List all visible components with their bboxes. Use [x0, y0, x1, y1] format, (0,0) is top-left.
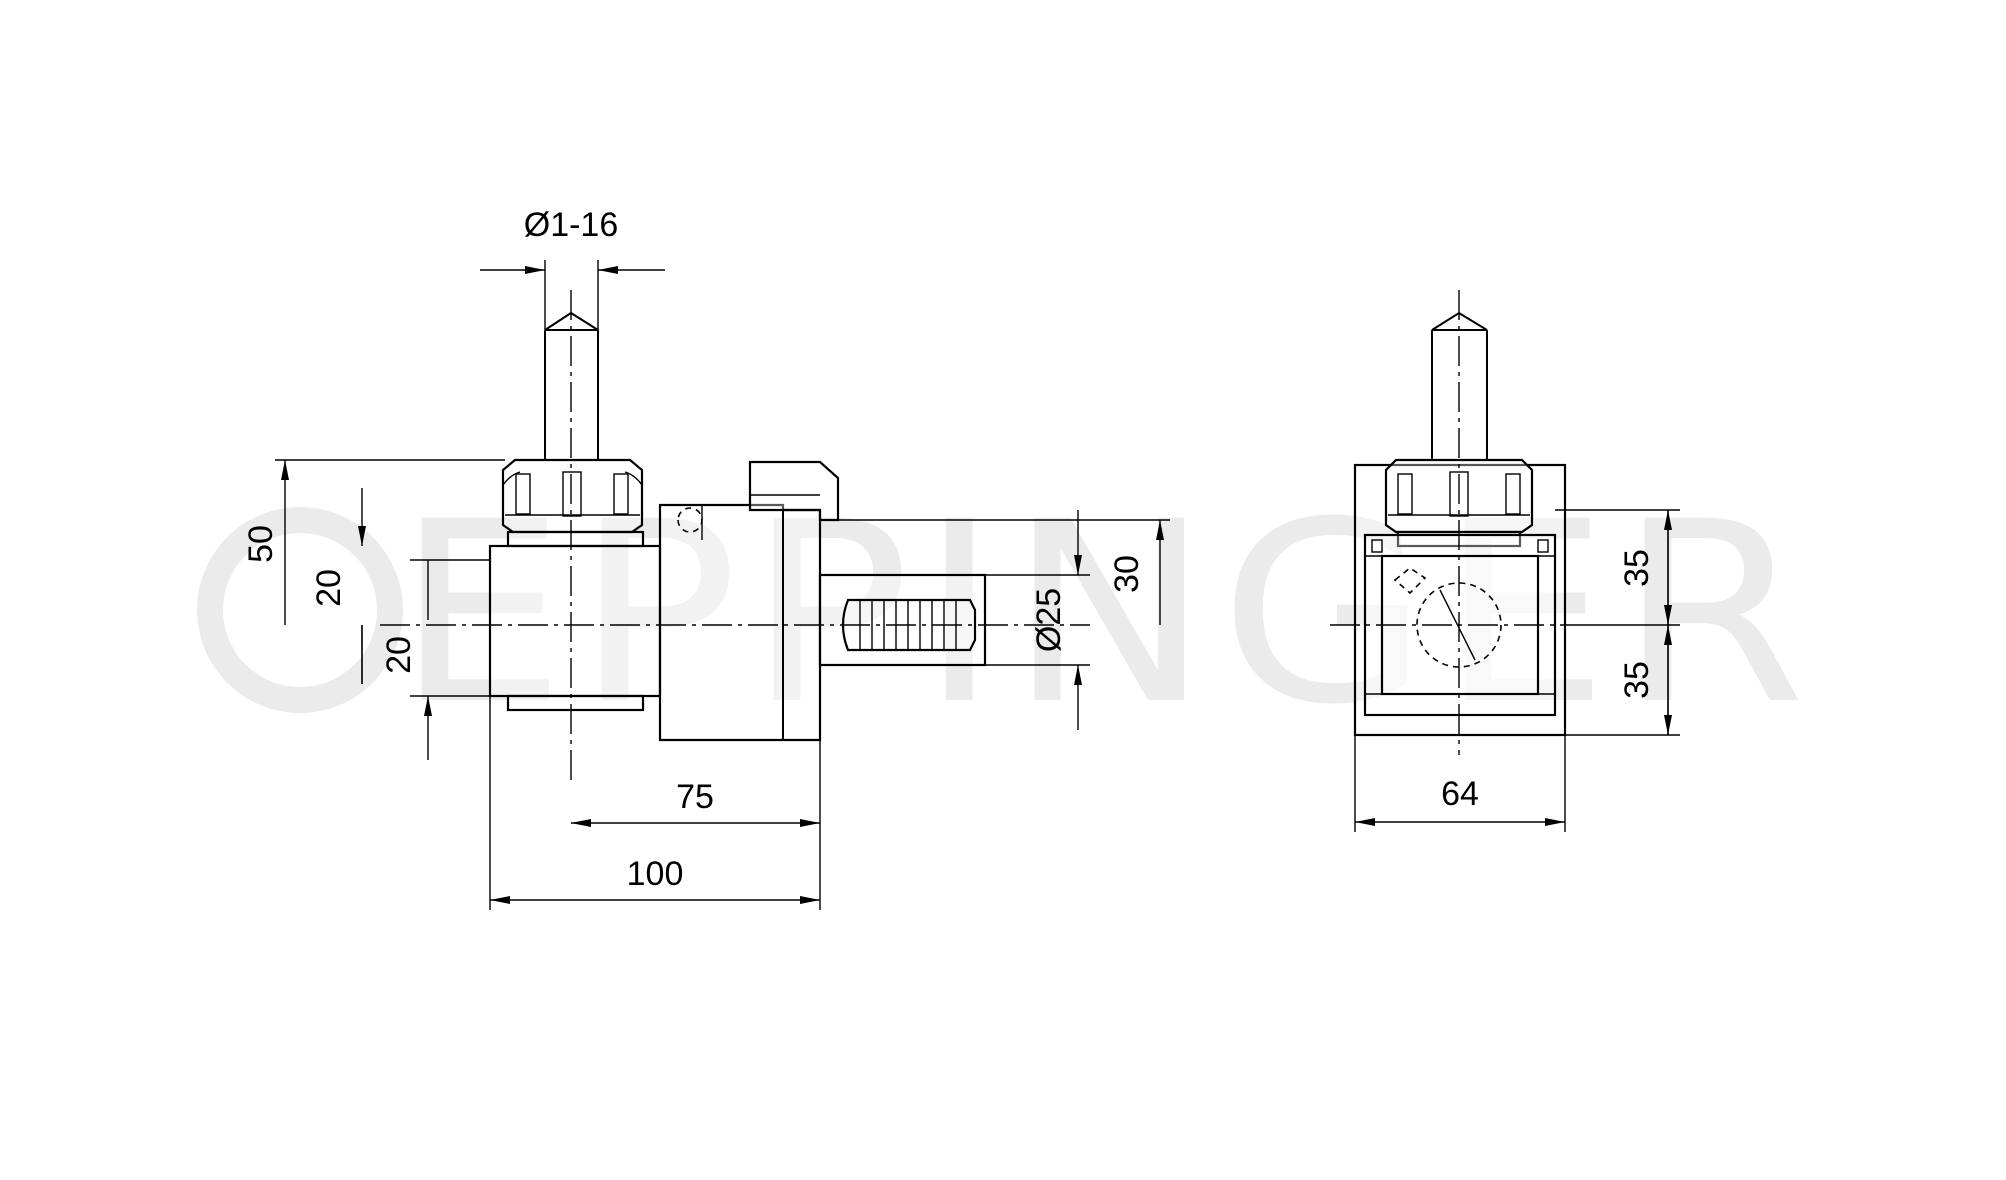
- dim-shank-diameter-label: Ø25: [1030, 588, 1068, 652]
- dim-length-75: 75: [571, 740, 821, 910]
- dim-shank-height-30: 30: [838, 519, 1170, 625]
- front-hidden-cut: [1393, 567, 1427, 595]
- tool-body: [658, 460, 840, 742]
- dim-height-50-label: 50: [242, 525, 280, 563]
- front-view: 35 35 64: [1330, 290, 1680, 832]
- dim-height-20-lower-label: 20: [380, 636, 418, 674]
- dim-length-100-label: 100: [627, 855, 684, 893]
- spindle-collar: [506, 530, 645, 548]
- dim-length-75-label: 75: [676, 778, 714, 816]
- dim-length-100: 100: [489, 696, 820, 910]
- dim-shank-height-30-label: 30: [1108, 555, 1146, 593]
- dim-front-35-upper: 35: [1555, 509, 1680, 625]
- dim-height-50: 50: [242, 459, 505, 625]
- dim-height-20-upper: 20: [310, 488, 366, 684]
- vdi-shank: [818, 573, 987, 667]
- dim-height-20-lower: 20: [380, 559, 490, 760]
- dim-front-35-lower-label: 35: [1618, 661, 1656, 699]
- front-hidden-shank-circle: [1416, 582, 1502, 668]
- dim-front-width-64-label: 64: [1441, 775, 1479, 813]
- dim-collet-range: Ø1-16: [480, 206, 665, 330]
- dim-front-width-64: 64: [1354, 735, 1566, 832]
- front-body-outline: [1353, 463, 1567, 737]
- dim-height-20-upper-label: 20: [310, 569, 348, 607]
- watermark-logo-ring: [197, 507, 403, 713]
- dim-front-35-upper-label: 35: [1618, 549, 1656, 587]
- dim-shank-diameter: Ø25: [985, 510, 1090, 730]
- side-view: Ø1-16 50 20 20 30: [242, 206, 1170, 910]
- dim-collet-range-label: Ø1-16: [524, 206, 619, 244]
- collet-nut: [501, 458, 644, 534]
- spindle-housing: [488, 544, 662, 712]
- brand-watermark: EPPINGER: [197, 468, 1807, 759]
- dim-front-35-lower: 35: [1565, 624, 1680, 736]
